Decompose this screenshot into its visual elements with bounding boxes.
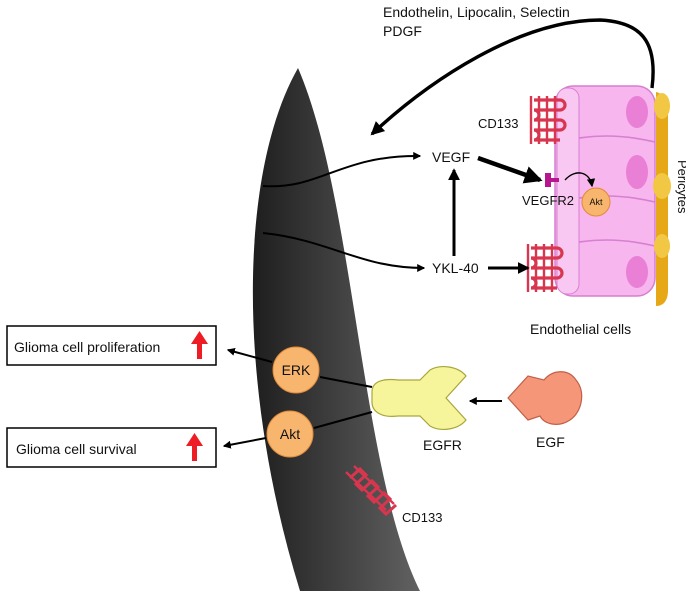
egfr-receptor [371, 366, 467, 430]
akt-glioma-label: Akt [280, 426, 300, 442]
akt-to-survival-arrow [222, 437, 267, 449]
pericyte-signal-arrow [370, 18, 655, 136]
nucleus [626, 256, 648, 288]
erk-node [272, 346, 320, 394]
akt-endothelial-node [581, 187, 611, 217]
vegfr2-to-akt-arrow [564, 172, 596, 188]
akt-endothelial-label: Akt [589, 197, 603, 207]
vegf-label: VEGF [432, 149, 470, 165]
glioma-to-ykl40-curve [262, 232, 426, 272]
pericytes [653, 92, 671, 306]
erk-to-proliferation-arrow [226, 347, 273, 363]
egf-ligand [507, 371, 583, 425]
proliferation-box: Glioma cell proliferation [6, 325, 217, 366]
egfr-label: EGFR [423, 437, 462, 453]
erk-label: ERK [282, 362, 311, 378]
egfr-to-erk-line [319, 376, 373, 388]
cd133-endothelial-label: CD133 [478, 116, 518, 131]
nucleus [626, 96, 648, 128]
akt-glioma-node [266, 410, 314, 458]
nucleus [626, 155, 648, 189]
proliferation-label: Glioma cell proliferation [14, 339, 160, 355]
survival-box: Glioma cell survival [6, 427, 217, 468]
glioma-to-vegf-curve [262, 151, 422, 188]
signals-top-label-1: Endothelin, Lipocalin, Selectin [383, 4, 570, 20]
vegf-to-vegfr2-arrow [477, 155, 543, 184]
ykl40-label: YKL-40 [432, 260, 479, 276]
vegfr2-label: VEGFR2 [522, 193, 574, 208]
vegfr2-receptor [545, 173, 559, 187]
egfr-to-akt-line [313, 411, 373, 429]
egf-label: EGF [536, 434, 565, 450]
glioma-cell [252, 68, 686, 591]
pericytes-label: Pericytes [675, 160, 686, 214]
cd133-glioma-label: CD133 [402, 510, 442, 525]
up-arrow-icon [191, 331, 208, 359]
survival-label: Glioma cell survival [16, 441, 137, 457]
endothelial-cells-label: Endothelial cells [530, 321, 631, 337]
signals-top-label-2: PDGF [383, 23, 422, 39]
up-arrow-icon [186, 433, 203, 461]
